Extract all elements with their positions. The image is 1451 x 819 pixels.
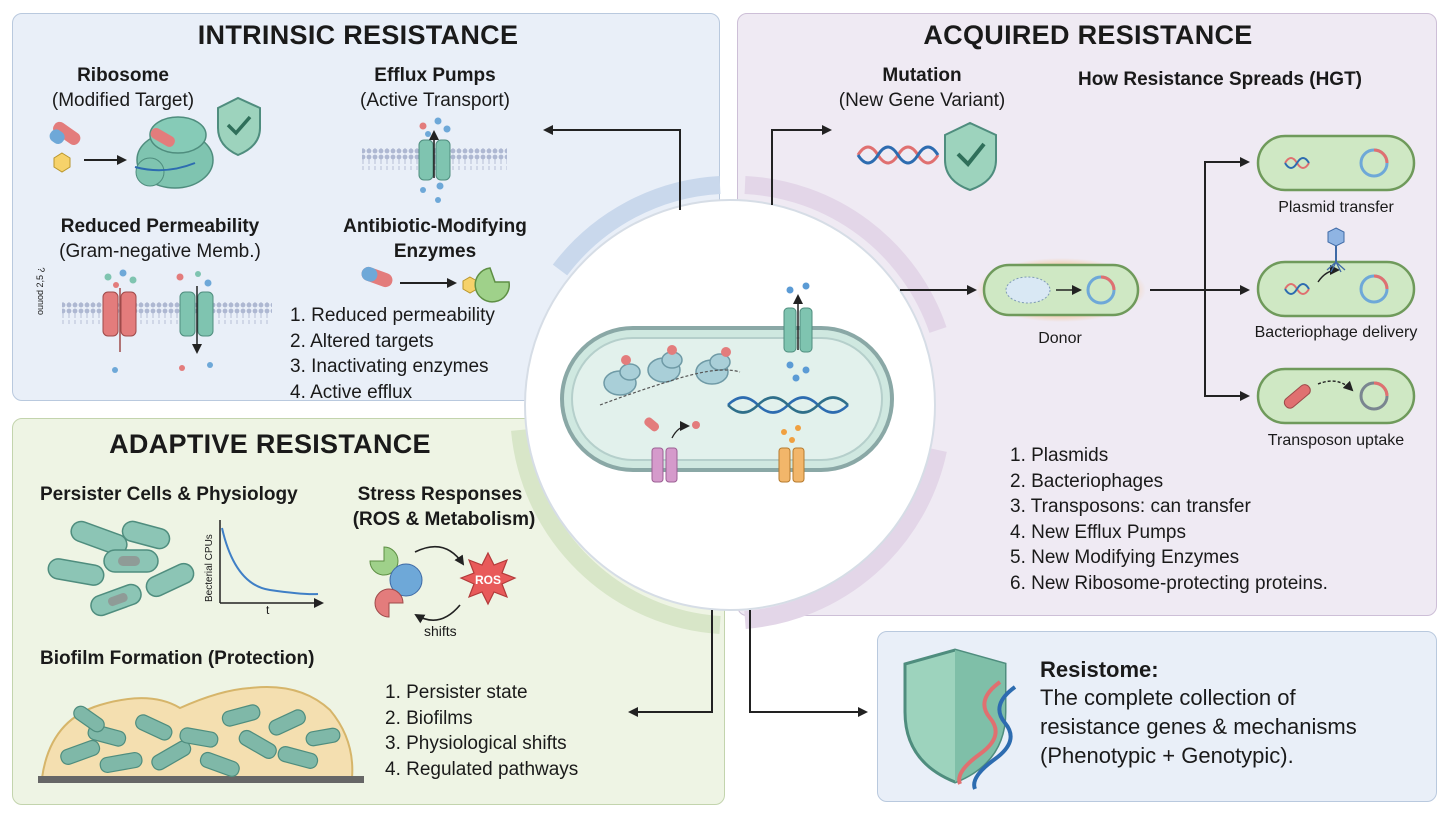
donor-cell-icon xyxy=(976,258,1146,322)
resistome-shield-icon xyxy=(903,648,1017,790)
resistome-line-3: (Phenotypic + Genotypic). xyxy=(1040,743,1294,768)
list-item: 3. Transposons: can transfer xyxy=(1010,496,1251,517)
acquired-title: ACQUIRED RESISTANCE xyxy=(923,20,1253,50)
persister-cells-icon xyxy=(47,520,195,617)
list-item: 6. New Ribosome-protecting proteins. xyxy=(1010,572,1328,594)
biofilm-icon xyxy=(38,685,364,783)
mutation-subtitle: (New Gene Variant) xyxy=(838,90,1006,111)
resistome-line-2: resistance genes & mechanisms xyxy=(1040,714,1357,739)
phage-label: Bacteriophage delivery xyxy=(1254,324,1418,341)
enzymes-title-2: Enzymes xyxy=(393,241,477,262)
graph-x-label: t xyxy=(266,603,270,617)
decay-graph xyxy=(219,520,324,608)
efflux-subtitle: (Active Transport) xyxy=(360,90,510,111)
resistome-line-1: The complete collection of xyxy=(1040,685,1296,710)
dna-icon xyxy=(856,145,940,165)
list-item: 1. Plasmids xyxy=(1010,445,1109,466)
mutation-title: Mutation xyxy=(882,65,962,86)
transposon-recipient-icon xyxy=(1256,367,1416,425)
permeability-subtitle: (Gram-negative Memb.) xyxy=(59,241,261,262)
acquired-list: 1. Plasmids 2. Bacteriophages 3. Transpo… xyxy=(1010,443,1328,596)
intrinsic-title: INTRINSIC RESISTANCE xyxy=(197,20,519,50)
enzymes-title: Antibiotic-Modifying xyxy=(343,216,527,237)
ribosome-title: Ribosome xyxy=(77,65,169,86)
dna-icon xyxy=(957,680,1017,790)
phage-recipient-icon xyxy=(1256,260,1416,318)
central-bacterium xyxy=(560,282,894,483)
hgt-title: How Resistance Spreads (HGT) xyxy=(1077,69,1363,90)
list-item: 4. New Efflux Pumps xyxy=(1010,521,1187,543)
list-item: 1. Reduced permeability xyxy=(290,305,495,326)
shield-icon xyxy=(217,96,261,157)
efflux-title: Efflux Pumps xyxy=(374,65,496,86)
permeability-title: Reduced Permeability xyxy=(60,216,260,237)
list-item: 4. Regulated pathways xyxy=(385,758,579,780)
list-item: 2. Bacteriophages xyxy=(1010,470,1164,492)
acquired-illustrations xyxy=(856,121,1416,425)
stress-title: Stress Responses xyxy=(357,484,523,505)
ribosome-subtitle: (Modified Target) xyxy=(51,90,195,111)
list-item: 3. Inactivating enzymes xyxy=(290,356,489,377)
adaptive-list: 1. Persister state 2. Biofilms 3. Physio… xyxy=(385,680,578,782)
enzyme-icon xyxy=(361,266,510,303)
list-item: 5. New Modifying Enzymes xyxy=(1010,547,1240,568)
plasmid-label: Plasmid transfer xyxy=(1278,199,1394,216)
resistome-title: Resistome: xyxy=(1040,657,1159,682)
list-item: 2. Biofilms xyxy=(385,707,473,729)
transposon-label: Transposon uptake xyxy=(1267,432,1405,449)
bacteriophage-icon xyxy=(1326,227,1346,273)
list-item: 1. Persister state xyxy=(385,682,528,703)
ribosome-icon xyxy=(49,116,214,189)
intrinsic-list: 1. Reduced permeability 2. Altered targe… xyxy=(290,303,495,405)
stress-title-2: (ROS & Metabolism) xyxy=(352,509,536,530)
list-item: 3. Physiological shifts xyxy=(385,733,567,754)
shield-icon xyxy=(944,121,997,192)
adaptive-title: ADAPTIVE RESISTANCE xyxy=(109,429,431,459)
porin-membrane-icon xyxy=(62,269,272,373)
list-item: 4. Active efflux xyxy=(290,381,413,403)
biofilm-title: Biofilm Formation (Protection) xyxy=(40,648,315,669)
ros-burst-icon xyxy=(459,551,517,606)
ros-label: ROS xyxy=(475,573,501,587)
list-item: 2. Altered targets xyxy=(290,330,434,352)
adaptive-illustrations: ROS xyxy=(38,520,517,783)
plasmid-recipient-icon xyxy=(1256,134,1416,192)
efflux-pump-icon xyxy=(362,117,507,203)
shifts-label: shifts xyxy=(424,623,457,639)
stress-cycle-icon xyxy=(369,545,465,624)
donor-label: Donor xyxy=(1038,330,1082,347)
persister-title: Persister Cells & Physiology xyxy=(40,484,298,505)
intrinsic-illustrations xyxy=(49,96,510,373)
